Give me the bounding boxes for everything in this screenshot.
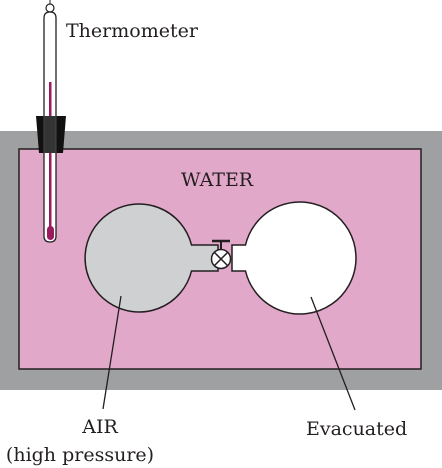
air-bulb (84, 203, 219, 313)
evacuated-bulb (231, 201, 357, 315)
valve-icon (210, 239, 232, 270)
thermometer-icon (36, 0, 66, 243)
evacuated-label: Evacuated (306, 418, 408, 440)
water-label: WATER (181, 169, 254, 191)
thermometer-label: Thermometer (66, 20, 198, 42)
thermometer-stopper (36, 116, 66, 153)
air-pressure-label: (high pressure) (5, 444, 155, 466)
air-leader-line (102, 295, 122, 410)
air-label: AIR (82, 416, 118, 438)
evacuated-leader-line (310, 296, 356, 411)
